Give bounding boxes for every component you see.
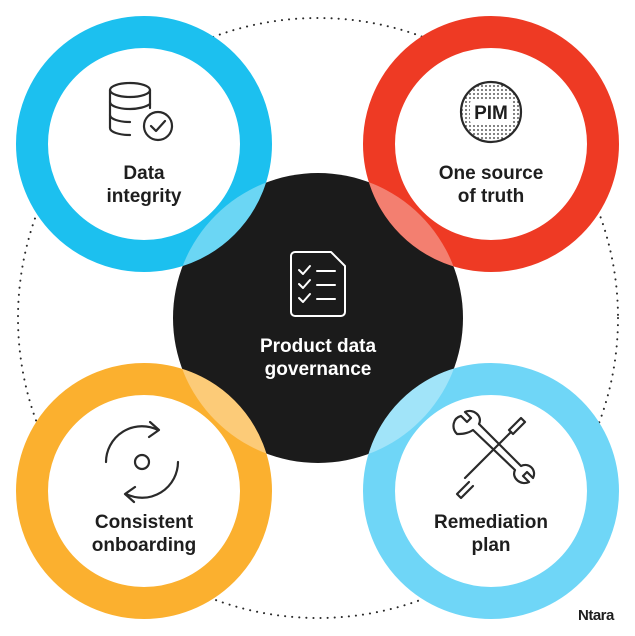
node-consistent-onboarding [16, 363, 272, 619]
node-data-integrity [16, 16, 272, 272]
label-remediation-line1: Remediation [434, 512, 548, 533]
node-remediation-plan [363, 363, 619, 619]
ring-remediation-plan [363, 363, 619, 619]
brand-logo: Ntara [578, 607, 615, 624]
pim-badge-icon: PIM [459, 80, 523, 144]
label-center-line2: governance [265, 359, 372, 380]
outer-dotted-orbit [17, 17, 619, 619]
label-one-source-line2: of truth [458, 186, 524, 207]
ring-consistent-onboarding [16, 363, 272, 619]
label-center-line1: Product data [260, 336, 377, 357]
refresh-cycle-icon [104, 420, 180, 504]
label-one-source-line1: One source [439, 163, 544, 184]
ring-one-source [363, 16, 619, 272]
checklist-document-icon [290, 251, 346, 317]
ring-data-integrity [16, 16, 272, 272]
wrench-screwdriver-icon [452, 409, 536, 500]
label-onboarding-line2: onboarding [92, 535, 196, 556]
pim-badge-text: PIM [474, 103, 508, 124]
label-onboarding-line1: Consistent [95, 512, 194, 533]
label-remediation-line2: plan [471, 535, 510, 556]
label-data-integrity-line1: Data [123, 163, 165, 184]
center-circle [173, 173, 463, 463]
label-data-integrity-line2: integrity [107, 186, 182, 207]
database-check-icon [108, 81, 174, 142]
node-one-source [363, 16, 619, 272]
